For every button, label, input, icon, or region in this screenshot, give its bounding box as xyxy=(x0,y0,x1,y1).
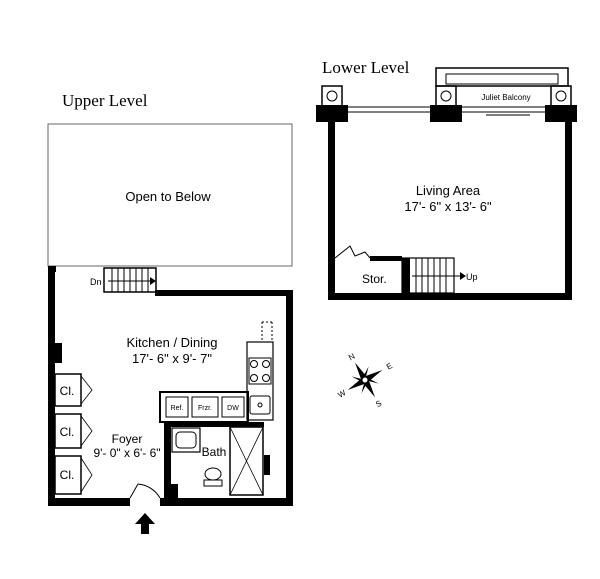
closet-2-label: Cl. xyxy=(60,425,75,439)
upper-level-title: Upper Level xyxy=(62,91,148,110)
kitchen-dims: 17'- 6" x 9'- 7" xyxy=(132,351,212,366)
storage-room: Stor. xyxy=(334,245,387,286)
living-area-room: Living Area 17'- 6" x 13'- 6" xyxy=(404,183,492,214)
sink-icon xyxy=(249,395,271,415)
cooktop-icon xyxy=(248,357,272,385)
upper-stair-label: Dn xyxy=(90,277,102,287)
lower-level-columns xyxy=(316,85,577,122)
foyer-name: Foyer xyxy=(112,432,143,446)
closet-1-label: Cl. xyxy=(60,384,75,398)
entry-door xyxy=(129,483,161,499)
kitchen-name: Kitchen / Dining xyxy=(126,335,217,350)
appliance-dw: DW xyxy=(227,405,239,412)
closet-3-label: Cl. xyxy=(60,468,75,482)
living-area-dims: 17'- 6" x 13'- 6" xyxy=(404,199,492,214)
storage-label: Stor. xyxy=(362,272,387,286)
toilet-icon xyxy=(203,467,223,487)
lower-level-windows xyxy=(348,106,545,113)
lower-level-title: Lower Level xyxy=(322,58,410,77)
living-area-name: Living Area xyxy=(416,183,481,198)
upper-stair: Dn xyxy=(90,267,157,293)
lower-level-walls xyxy=(328,122,572,300)
compass-e-label: E xyxy=(385,361,394,371)
kitchen-counter xyxy=(246,321,274,421)
compass-rose-icon: N E S W xyxy=(336,352,394,409)
open-to-below-area: Open to Below xyxy=(47,123,293,267)
lower-stair-label: Up xyxy=(466,272,478,282)
upper-level-walls xyxy=(48,266,293,506)
bath-label: Bath xyxy=(202,445,227,459)
compass-n-label: N xyxy=(347,352,357,363)
entrance-arrow-icon xyxy=(135,513,155,534)
juliet-balcony-label: Juliet Balcony xyxy=(481,93,530,102)
appliance-frzr: Frzr. xyxy=(198,405,212,412)
compass-s-label: S xyxy=(374,399,383,409)
kitchen-dining-room: Kitchen / Dining 17'- 6" x 9'- 7" xyxy=(126,335,217,366)
foyer-room: Foyer 9'- 0" x 6'- 6" xyxy=(93,432,160,460)
bath-wall-bits xyxy=(170,455,270,498)
open-to-below-label: Open to Below xyxy=(125,189,211,204)
appliance-ref: Ref. xyxy=(171,405,184,412)
compass-w-label: W xyxy=(336,388,347,400)
lower-stair: Up xyxy=(401,257,478,294)
bath-room: Bath xyxy=(164,422,264,498)
appliance-row: Ref. Frzr. DW xyxy=(159,391,249,423)
closets: Cl. Cl. Cl. xyxy=(54,373,93,495)
foyer-dims: 9'- 0" x 6'- 6" xyxy=(93,446,160,460)
